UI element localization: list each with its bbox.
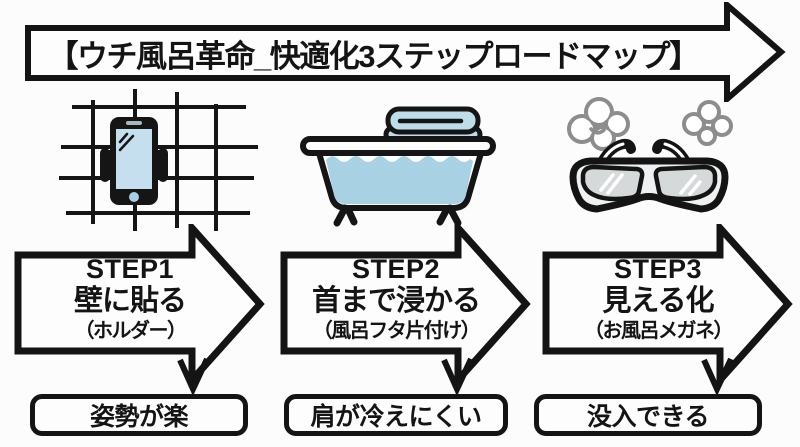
step-note: （風呂フタ片付け） xyxy=(312,320,481,343)
tile-grid xyxy=(59,89,258,231)
step-note: （ホルダー） xyxy=(74,320,188,343)
bath-water xyxy=(326,156,473,204)
arrow-shape xyxy=(280,218,531,390)
step1-arrow: STEP1 壁に貼る （ホルダー） xyxy=(14,218,266,390)
smartphone-wall-holder-icon xyxy=(59,89,258,231)
step-label: STEP2 xyxy=(351,254,441,284)
benefit-box-step3: 没入できる xyxy=(534,394,762,436)
down-arrow-icon xyxy=(441,357,474,394)
tub-feet xyxy=(333,204,462,227)
step-note: （お風呂メガネ） xyxy=(584,320,734,343)
steam-icon xyxy=(567,97,733,151)
benefit-box-step1: 姿勢が楽 xyxy=(30,394,248,436)
benefit-label: 肩が冷えにくい xyxy=(310,403,482,431)
step-action: 首まで浸かる xyxy=(311,285,481,318)
step-action: 見える化 xyxy=(602,285,714,318)
down-arrow-icon xyxy=(177,357,210,394)
arrow-shape xyxy=(542,218,793,390)
glasses-lenses xyxy=(580,164,718,202)
bath-glasses-steam-icon xyxy=(567,97,733,213)
bathtub-towel-icon xyxy=(300,106,496,227)
benefit-box-step2: 肩が冷えにくい xyxy=(284,394,508,436)
step-label: STEP1 xyxy=(85,254,175,284)
step-label: STEP3 xyxy=(613,254,703,284)
page-title: 【ウチ風呂革命_快適化3ステップロードマップ】 xyxy=(47,38,700,74)
arrow-shape xyxy=(14,218,265,390)
glasses-temples xyxy=(595,138,693,171)
step-action: 壁に貼る xyxy=(73,285,187,318)
down-arrow-icon xyxy=(701,357,734,394)
step2-arrow: STEP2 首まで浸かる （風呂フタ片付け） xyxy=(280,218,532,390)
title-banner-arrow xyxy=(25,2,786,102)
benefit-label: 没入できる xyxy=(586,403,710,431)
benefit-label: 姿勢が楽 xyxy=(89,403,189,431)
step3-arrow: STEP3 見える化 （お風呂メガネ） xyxy=(542,218,794,390)
